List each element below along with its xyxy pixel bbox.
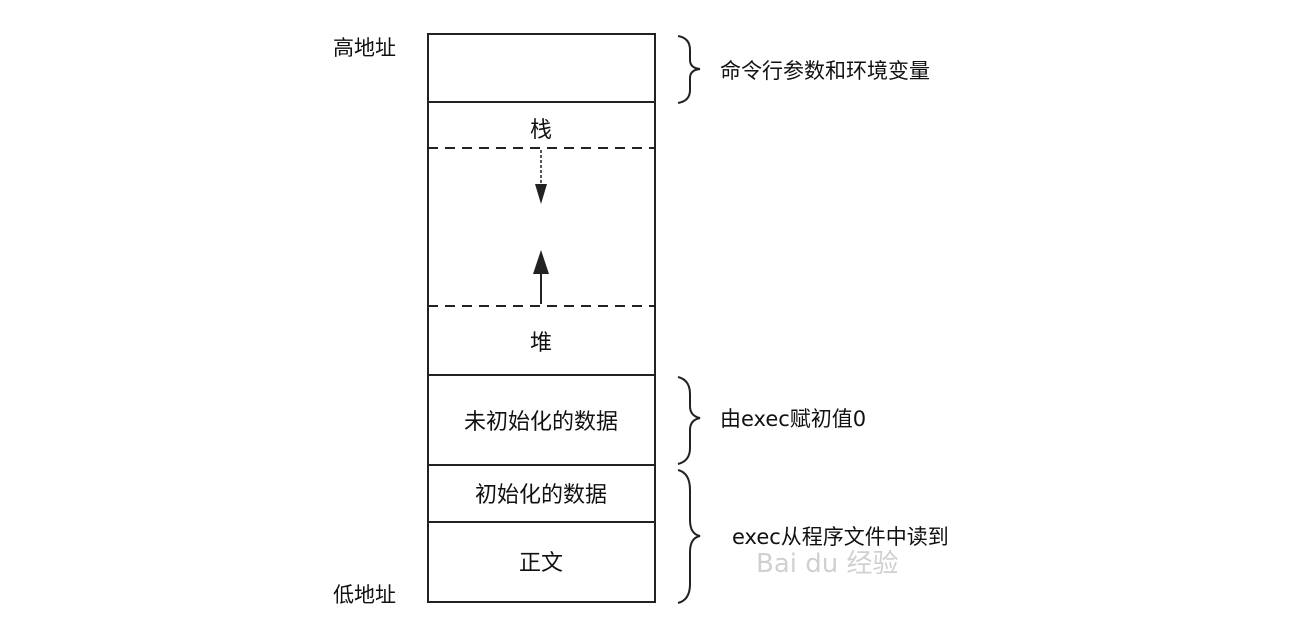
high-address-label: 高地址 (333, 36, 396, 60)
brace-data-text-icon (677, 469, 701, 604)
segment-label-heap: 堆 (530, 331, 552, 356)
annotation-args-env: 命令行参数和环境变量 (720, 59, 930, 83)
annotation-data-text: exec从程序文件中读到 (732, 525, 949, 549)
watermark-brand: Bai du 经验 (756, 549, 899, 579)
segment-label-data: 初始化的数据 (475, 483, 607, 508)
heap-growth-arrowhead-icon (533, 250, 549, 274)
memory-column-outline (427, 33, 656, 603)
segment-label-bss: 未初始化的数据 (464, 410, 618, 435)
segment-label-stack: 栈 (530, 118, 552, 143)
annotation-bss: 由exec赋初值0 (720, 407, 866, 431)
brace-bss-icon (677, 376, 701, 465)
stack-growth-arrowhead-icon (535, 184, 547, 204)
brace-args-env-icon (677, 35, 701, 104)
segment-label-text: 正文 (519, 551, 563, 576)
low-address-label: 低地址 (333, 583, 396, 607)
